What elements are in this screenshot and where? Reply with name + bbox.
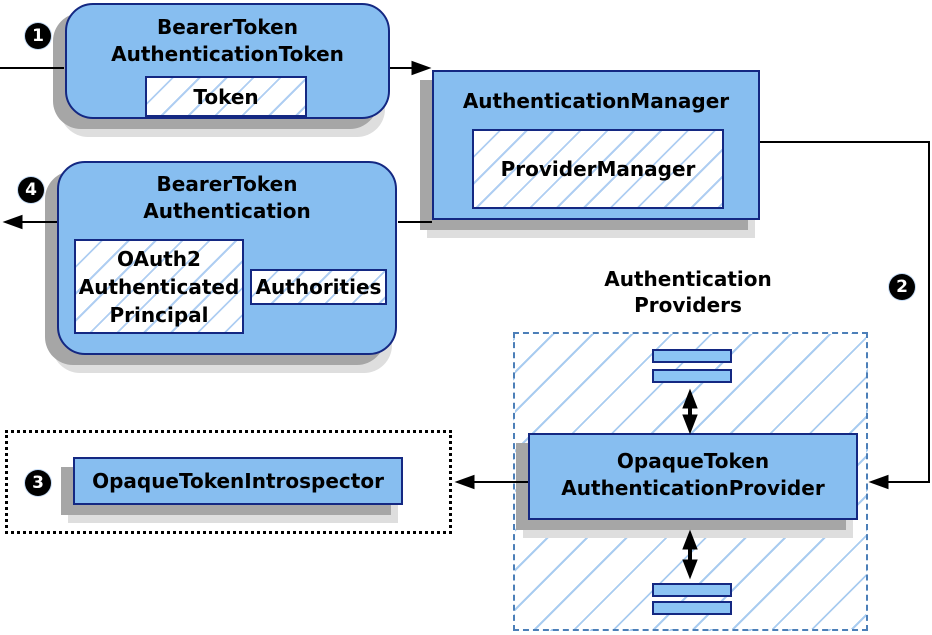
node-opaque-token-authentication-provider: OpaqueToken AuthenticationProvider [528,433,858,520]
provider-ellipsis-bar [652,583,732,597]
node-bearer-token-authentication-token: BearerToken AuthenticationToken Token [65,3,390,119]
node-title-line1: OpaqueToken [616,449,770,473]
token-chip-label: Token [193,84,259,109]
step-badge-1-number: 1 [32,26,44,46]
token-chip: Token [145,76,307,117]
authentication-providers-label: Authentication Providers [538,266,838,318]
node-bearer-token-authentication: BearerToken Authentication OAuth2 Authen… [57,161,397,355]
step-badge-3-number: 3 [32,473,44,493]
principal-chip-line1: OAuth2 [117,246,201,271]
node-title-line2: AuthenticationToken [111,42,344,66]
node-title-line1: BearerToken [157,15,298,39]
introspector-region [5,430,452,534]
step-badge-4: 4 [18,177,44,203]
connector-authentication-out [2,214,57,230]
node-opaque-token-introspector: OpaqueTokenIntrospector [73,457,403,505]
authentication-providers-label-line1: Authentication [604,267,772,291]
step-badge-4-number: 4 [25,180,37,200]
provider-ellipsis-bar [652,369,732,383]
node-title-line2: Authentication [143,199,311,223]
provider-manager-chip: ProviderManager [472,129,724,209]
principal-chip-line3: Principal [109,302,209,327]
node-title-line2: AuthenticationProvider [561,476,825,500]
authorities-chip: Authorities [250,269,387,305]
step-badge-1: 1 [25,23,51,49]
node-authentication-manager: AuthenticationManager ProviderManager [432,70,760,220]
step-badge-3: 3 [25,470,51,496]
principal-chip-line2: Authenticated [78,274,240,299]
provider-ellipsis-bar [652,601,732,615]
provider-ellipsis-bar [652,349,732,363]
node-title: AuthenticationManager [462,89,730,113]
step-badge-2-number: 2 [896,277,908,297]
node-title: OpaqueTokenIntrospector [92,468,384,493]
authentication-providers-label-line2: Providers [634,293,742,317]
node-title-line1: BearerToken [156,172,298,196]
authorities-chip-label: Authorities [255,275,382,299]
connector-token-to-manager [390,60,432,76]
step-badge-2: 2 [889,274,915,300]
provider-manager-chip-label: ProviderManager [500,157,696,181]
oauth2-authenticated-principal-chip: OAuth2 Authenticated Principal [74,239,244,334]
